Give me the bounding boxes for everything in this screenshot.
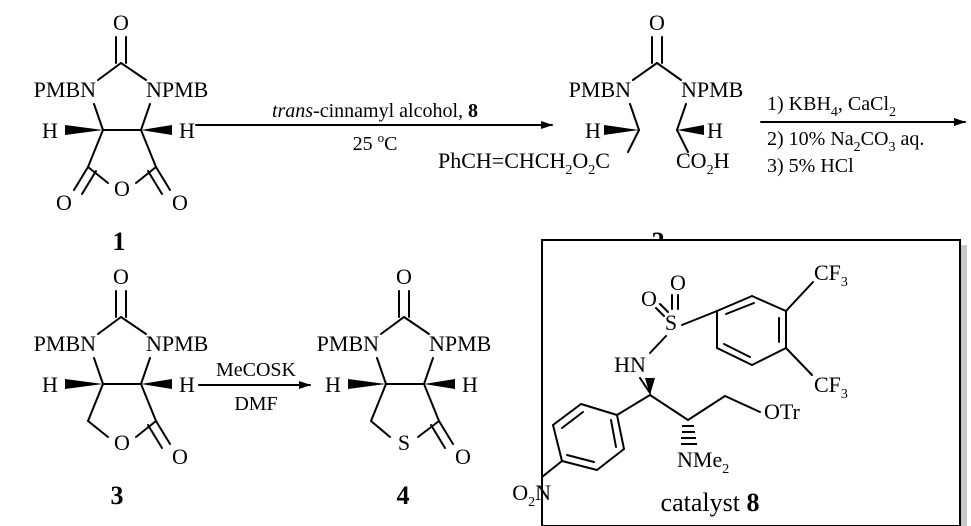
trifluoromethyl-group: CF3 bbox=[814, 372, 848, 402]
hydrogen-label: H bbox=[179, 118, 195, 143]
nitro-group: O2N bbox=[512, 480, 551, 510]
npmb-label: NPMB bbox=[429, 331, 491, 356]
carboxylic-acid-group: CO2H bbox=[676, 148, 730, 178]
ring-oxygen: O bbox=[114, 430, 130, 455]
hydrogen-label: H bbox=[325, 372, 341, 397]
compound-2-structure: O PMBN NPMB H H PhCH=CHCH2O2C CO2H bbox=[438, 10, 743, 178]
ring-sulfur: S bbox=[398, 430, 410, 455]
npmb-label: NPMB bbox=[146, 77, 208, 102]
dimethylamino-group: NMe2 bbox=[677, 447, 729, 477]
hydrogen-label: H bbox=[585, 118, 601, 143]
carbonyl-oxygen: O bbox=[113, 10, 129, 35]
trifluoromethyl-group: CF3 bbox=[814, 260, 848, 290]
hydrogen-label: H bbox=[707, 118, 723, 143]
carbonyl-oxygen: O bbox=[172, 444, 188, 469]
catalyst-8-structure: O O S CF3 CF3 HN OTr NMe2 bbox=[512, 260, 848, 510]
carbonyl-oxygen: O bbox=[56, 190, 72, 215]
sulfonyl-oxygen: O bbox=[670, 270, 686, 295]
catalyst-box bbox=[541, 239, 967, 526]
npmb-label: NPMB bbox=[146, 331, 208, 356]
reaction-2-step-1: 1) KBH4, CaCl2 bbox=[767, 93, 896, 120]
reaction-3-solvent: DMF bbox=[234, 393, 277, 415]
sulfonyl-oxygen: O bbox=[641, 286, 657, 311]
reaction-3-reagent: MeCOSK bbox=[216, 359, 297, 381]
compound-1-number: 1 bbox=[113, 227, 126, 256]
carbonyl-oxygen: O bbox=[113, 264, 129, 289]
trityl-ether-label: OTr bbox=[764, 399, 801, 424]
pmbn-label: PMBN bbox=[569, 77, 631, 102]
sulfur-label: S bbox=[665, 310, 677, 335]
hydrogen-label: H bbox=[42, 372, 58, 397]
hydrogen-label: H bbox=[462, 372, 478, 397]
reaction-1-temperature: 25 oC bbox=[353, 130, 398, 155]
npmb-label: NPMB bbox=[681, 77, 743, 102]
compound-1-structure: O PMBN NPMB H H O O O bbox=[34, 10, 209, 215]
hydrogen-label: H bbox=[179, 372, 195, 397]
reaction-1-reagent: trans-cinnamyl alcohol, 8 bbox=[272, 100, 478, 122]
carbonyl-oxygen: O bbox=[455, 444, 471, 469]
reaction-2-step-2: 2) 10% Na2CO3 aq. bbox=[767, 128, 924, 155]
compound-4-structure: O PMBN NPMB H H S O bbox=[317, 264, 492, 469]
pmbn-label: PMBN bbox=[34, 331, 96, 356]
ring-oxygen: O bbox=[114, 176, 130, 201]
cinnamyl-ester-group: PhCH=CHCH2O2C bbox=[438, 148, 610, 178]
pmbn-label: PMBN bbox=[317, 331, 379, 356]
carbonyl-oxygen: O bbox=[649, 10, 665, 35]
reaction-2-step-3: 3) 5% HCl bbox=[767, 155, 854, 177]
nh-label: HN bbox=[614, 352, 646, 377]
compound-4-number: 4 bbox=[397, 481, 410, 510]
hydrogen-label: H bbox=[42, 118, 58, 143]
compound-3-structure: O PMBN NPMB H H O O bbox=[34, 264, 209, 469]
catalyst-8-label: catalyst 8 bbox=[661, 488, 760, 517]
compound-3-number: 3 bbox=[111, 481, 124, 510]
carbonyl-oxygen: O bbox=[396, 264, 412, 289]
pmbn-label: PMBN bbox=[34, 77, 96, 102]
carbonyl-oxygen: O bbox=[172, 190, 188, 215]
